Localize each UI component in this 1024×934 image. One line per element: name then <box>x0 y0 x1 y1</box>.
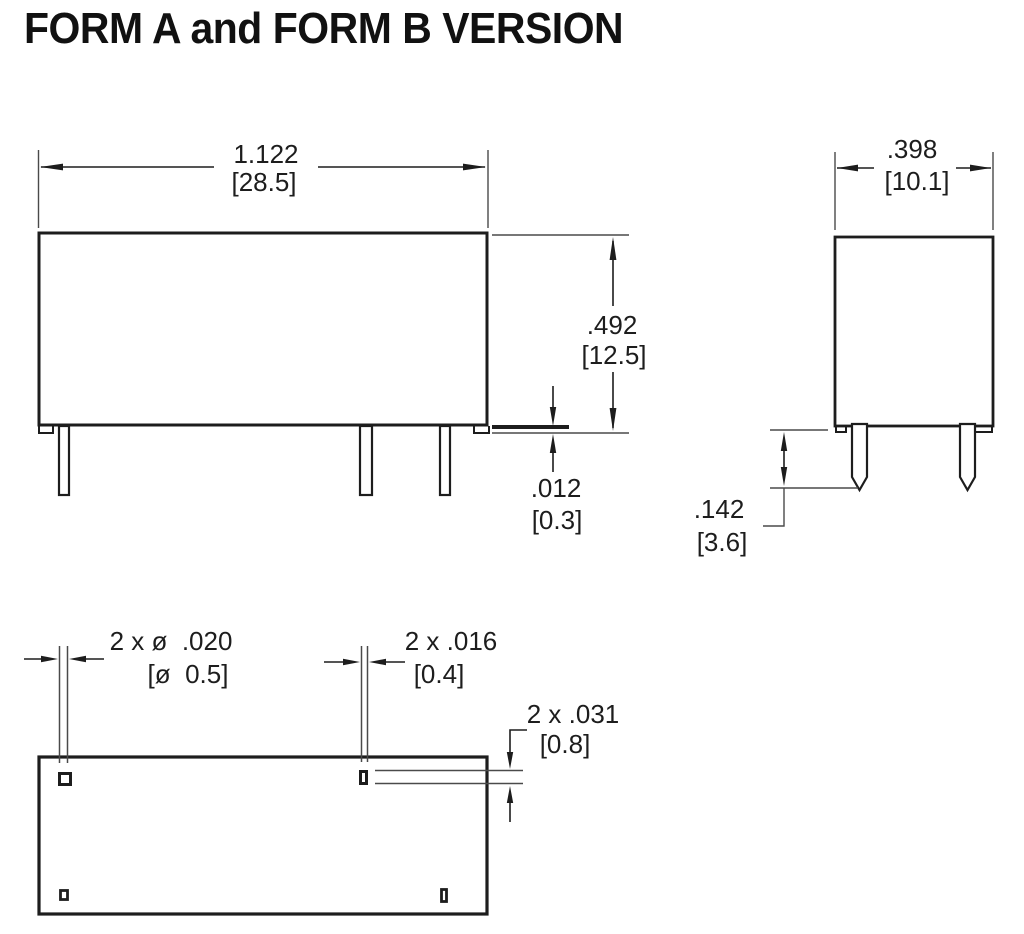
relay-base-bottom <box>37 755 489 916</box>
dim-pin-width-mm: [0.4] <box>414 659 465 689</box>
dim-body-height-mm: [12.5] <box>581 340 646 370</box>
side-view <box>833 235 995 493</box>
side-left-foot <box>835 426 847 433</box>
arrowhead <box>837 164 858 172</box>
pin-diameter-dimension: 2 x ø .020 [ø 0.5] <box>24 626 232 763</box>
arrowhead <box>780 432 788 451</box>
pin-hole-top-middle <box>359 770 368 785</box>
front-pin-3 <box>438 424 452 497</box>
body-width-dimension: 1.122 [28.5] <box>37 139 489 228</box>
pin-length-dimension: .142 [3.6] <box>694 429 858 557</box>
bottom-view <box>37 755 489 916</box>
pin-hole-bottom-left <box>59 889 69 901</box>
dim-pin-length-mm: [3.6] <box>697 527 748 557</box>
leader-line <box>509 729 527 753</box>
dim-pin-offset-inch: 2 x .031 <box>527 699 620 729</box>
relay-body-side <box>833 235 995 428</box>
arrowhead <box>343 658 360 666</box>
arrowhead <box>609 408 617 431</box>
dim-pin-offset-mm: [0.8] <box>540 729 591 759</box>
dim-body-width-mm: [28.5] <box>231 167 296 197</box>
side-pin-1 <box>850 422 869 493</box>
dim-pin-width-inch: 2 x .016 <box>405 626 498 656</box>
side-pin-2 <box>958 422 977 493</box>
dim-standoff-mm: [0.3] <box>532 505 583 535</box>
dim-body-height-inch: .492 <box>587 310 638 340</box>
dim-body-depth-inch: .398 <box>887 134 938 164</box>
arrowhead <box>69 655 86 663</box>
arrowhead <box>463 163 486 171</box>
dim-body-width-inch: 1.122 <box>233 139 298 169</box>
page-title: FORM A and FORM B VERSION <box>24 4 624 53</box>
arrowhead <box>41 655 58 663</box>
front-pin-1 <box>57 424 71 497</box>
standoff-dimension: .012 [0.3] <box>531 386 583 535</box>
arrowhead <box>506 786 514 803</box>
arrowhead <box>549 434 557 453</box>
dim-pin-diameter-inch: 2 x ø .020 <box>110 626 233 656</box>
arrowhead <box>549 407 557 426</box>
arrowhead <box>506 752 514 769</box>
body-height-dimension: .492 [12.5] <box>492 234 647 434</box>
pin-hole-bottom-right <box>440 888 448 903</box>
body-depth-dimension: .398 [10.1] <box>834 134 994 230</box>
dim-pin-length-inch: .142 <box>694 494 745 524</box>
arrowhead <box>609 237 617 260</box>
front-right-foot <box>473 426 490 434</box>
dim-body-depth-mm: [10.1] <box>884 166 949 196</box>
front-left-foot <box>38 426 54 434</box>
dim-pin-diameter-mm: [ø 0.5] <box>148 659 229 689</box>
pin-width-dimension: 2 x .016 [0.4] <box>324 626 497 762</box>
front-pin-2 <box>358 424 374 497</box>
dim-standoff-inch: .012 <box>531 473 582 503</box>
leader-line <box>763 488 785 527</box>
pin-hole-top-left <box>58 772 72 786</box>
arrowhead <box>369 658 386 666</box>
pin-offset-dimension: 2 x .031 [0.8] <box>375 699 619 822</box>
arrowhead <box>970 164 991 172</box>
arrowhead <box>780 467 788 486</box>
relay-body-front <box>37 231 489 427</box>
front-view <box>37 231 490 497</box>
arrowhead <box>40 163 63 171</box>
